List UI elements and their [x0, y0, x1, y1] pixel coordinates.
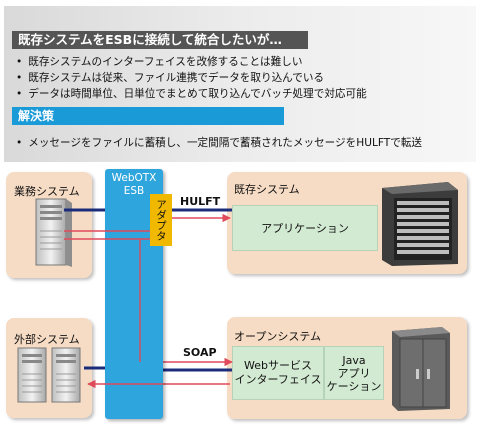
solution-bullet: メッセージをファイルに蓄積し、一定間隔で蓄積されたメッセージをHULFTで転送: [16, 135, 422, 151]
open-system-label: オープンシステム: [234, 330, 322, 343]
adapter-label: アダプタ: [155, 199, 167, 241]
legacy-application-label: アプリケーション: [261, 222, 349, 235]
business-server-icon: [35, 198, 72, 267]
hulft-label: HULFT: [180, 195, 221, 208]
open-system-cabinet-icon: [392, 327, 450, 411]
legacy-server-rack-icon: [382, 182, 458, 266]
webservice-label-line2: インターフェイス: [234, 373, 322, 386]
webservice-label-line1: Webサービス: [244, 359, 312, 372]
problem-heading: 既存システムをESBに接続して統合したいが…: [12, 31, 308, 49]
problem-bullet: 既存システムのインターフェイスを改修することは難しい: [16, 54, 367, 70]
adapter-block: [150, 194, 172, 246]
webservice-interface-box: Webサービス インターフェイス: [232, 346, 324, 400]
java-application-box: Java アプリ ケーション: [324, 346, 384, 400]
problem-list: 既存システムのインターフェイスを改修することは難しい 既存システムは従来、ファイ…: [16, 54, 367, 102]
java-label-line2: アプリ: [337, 366, 371, 380]
java-label-line3: ケーション: [326, 379, 382, 393]
business-system-label: 業務システム: [14, 185, 80, 198]
soap-label: SOAP: [183, 346, 217, 359]
legacy-application-box: アプリケーション: [232, 205, 378, 251]
external-server-icon: [17, 347, 81, 403]
external-system-label: 外部システム: [14, 333, 80, 346]
java-label-line1: Java: [342, 353, 366, 367]
esb-label-line2: ESB: [123, 185, 145, 197]
problem-bullet: 既存システムは従来、ファイル連携でデータを取り込んでいる: [16, 70, 367, 86]
esb-label-line1: WebOTX: [111, 172, 157, 184]
problem-bullet: データは時間単位、日単位でまとめて取り込んでバッチ処理で対応可能: [16, 86, 366, 102]
solution-heading: 解決策: [12, 107, 284, 125]
esb-label: WebOTX ESB: [105, 172, 163, 198]
legacy-system-label: 既存システム: [234, 183, 300, 196]
